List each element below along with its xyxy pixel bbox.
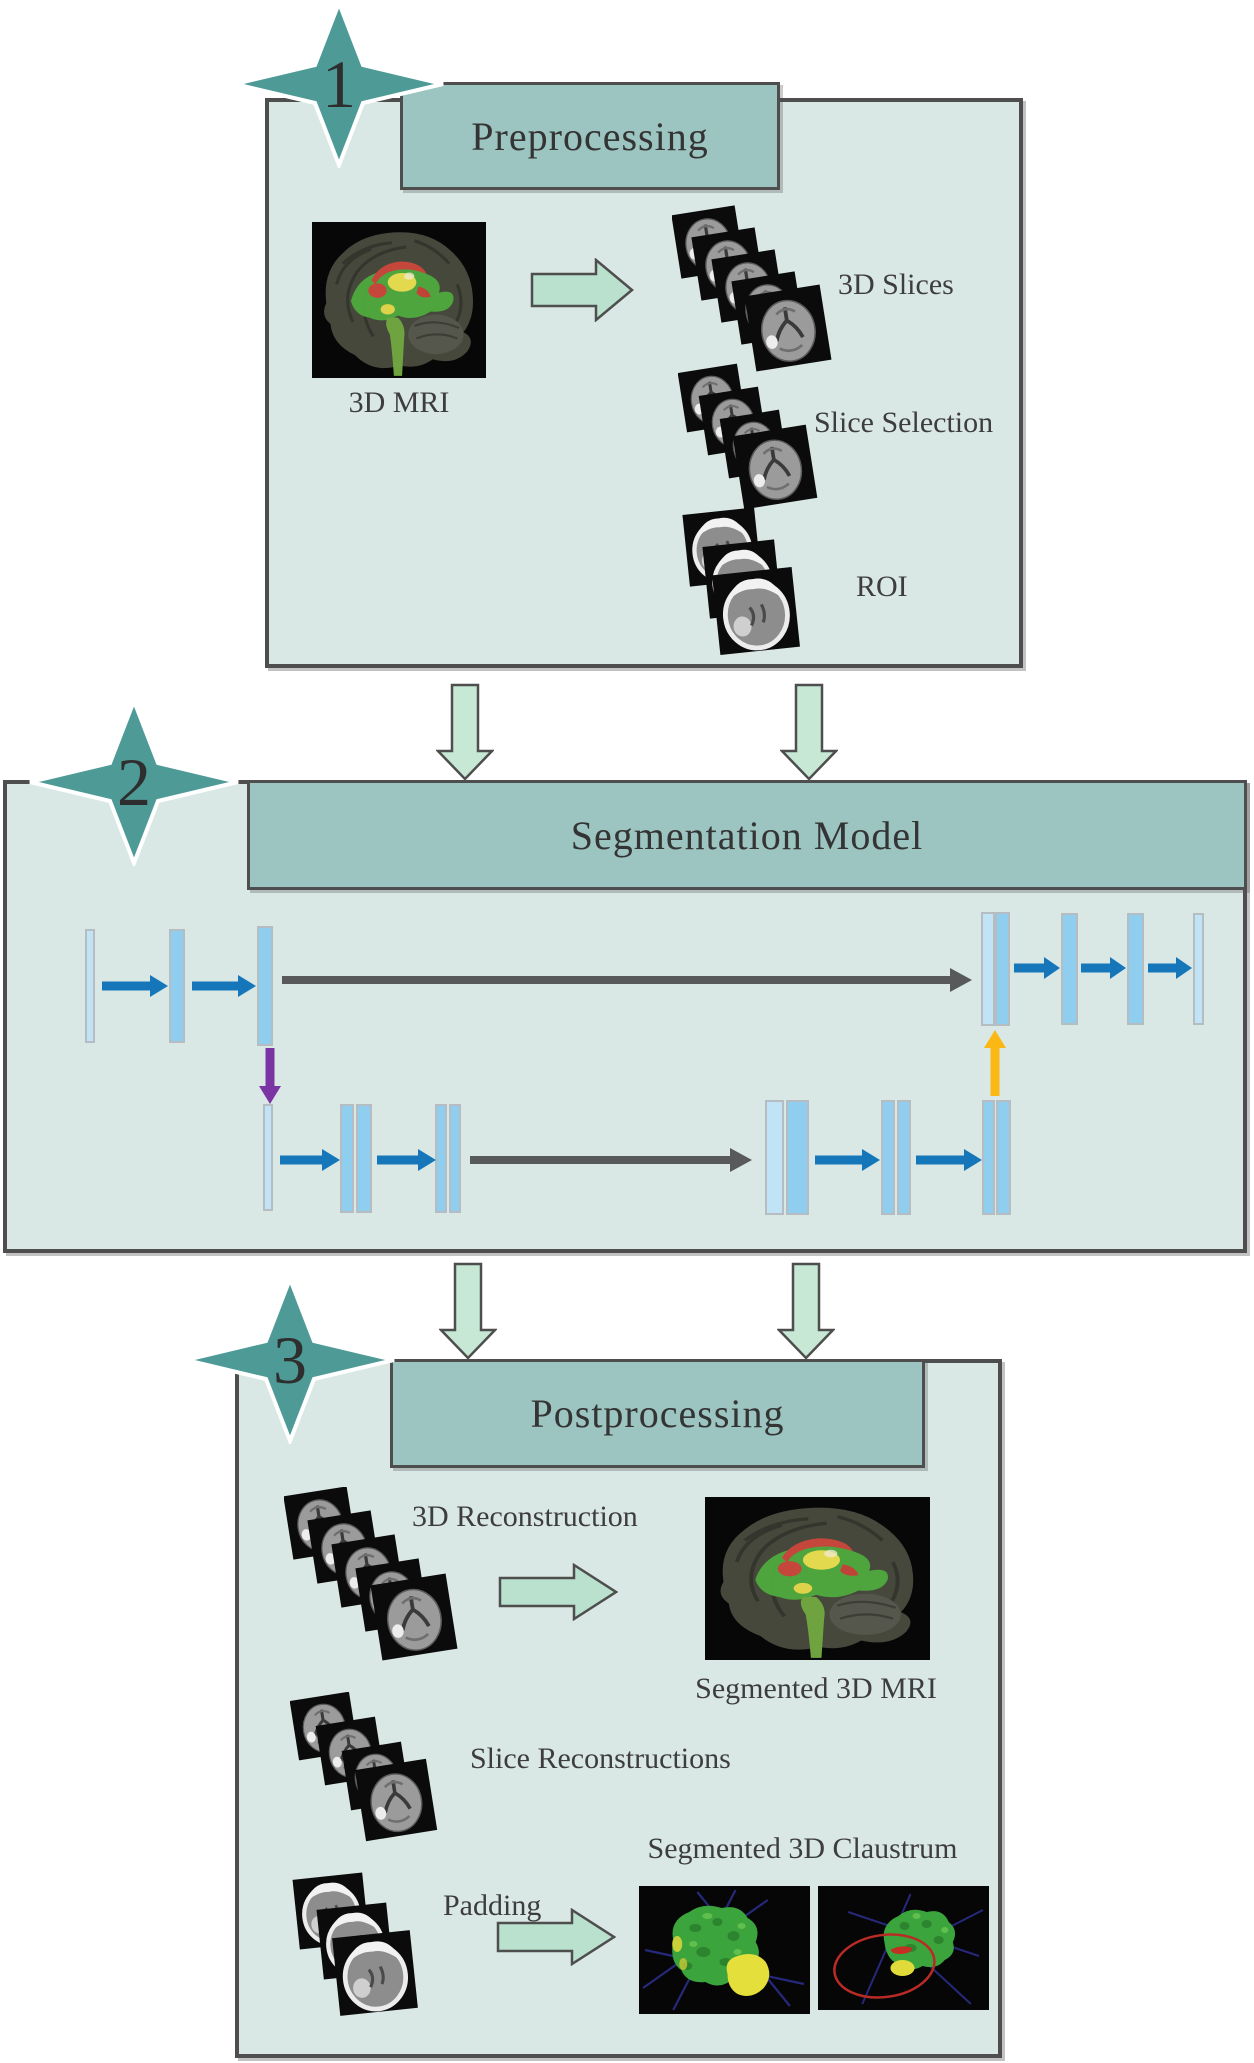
stage-title-preprocessing: Preprocessing <box>471 113 709 159</box>
unet-conv-arrows-encoder <box>102 975 256 997</box>
unet-downsample-arrow <box>259 1048 281 1104</box>
unet-conv-arrows-decoder <box>1014 957 1192 979</box>
label-slice-selection: Slice Selection <box>814 406 994 439</box>
label-segmented-3d-claustrum: Segmented 3D Claustrum <box>647 1832 958 1865</box>
label-3d-mri: 3D MRI <box>348 386 450 419</box>
mri-3d-image <box>312 222 486 378</box>
claustrum-image-left <box>639 1886 810 2014</box>
unet-bottom-bars <box>263 1100 1011 1215</box>
unet-diagram <box>85 912 1204 1215</box>
flow-arrow-seg-to-post-left <box>439 1262 497 1360</box>
stage-title-postprocessing: Postprocessing <box>530 1391 785 1436</box>
slice-stack-slice-reconstructions <box>290 1692 439 1843</box>
arrow-mri-to-slices <box>530 258 634 322</box>
stage-title-segmentation: Segmentation Model <box>570 812 924 858</box>
stage-number-2: 2 <box>117 743 151 820</box>
unet-decoder-bars <box>981 912 1204 1026</box>
label-3d-reconstruction: 3D Reconstruction <box>412 1500 638 1533</box>
segmented-mri-3d-image <box>705 1497 930 1660</box>
slice-stack-roi <box>682 507 832 667</box>
label-slice-reconstructions: Slice Reconstructions <box>470 1742 731 1775</box>
unet-skip-connection-top <box>282 968 972 992</box>
stage-panel-preprocessing <box>265 98 1023 668</box>
unet-upsample-arrow <box>984 1030 1006 1096</box>
arrow-reconstruction-to-brain <box>498 1563 618 1621</box>
stage-header-postprocessing: Postprocessing <box>390 1359 925 1468</box>
stage-header-preprocessing: Preprocessing <box>400 82 780 190</box>
arrow-padding-to-claustrum <box>496 1908 616 1966</box>
flow-arrow-seg-to-post-right <box>777 1262 835 1360</box>
claustrum-image-right <box>818 1886 989 2010</box>
stage-number-1: 1 <box>322 45 356 122</box>
slice-stack-3d-slices <box>672 204 834 374</box>
label-padding: Padding <box>443 1889 542 1922</box>
label-roi: ROI <box>856 570 908 603</box>
flow-arrow-pre-to-seg-left <box>436 683 494 781</box>
label-3d-slices: 3D Slices <box>838 268 954 301</box>
flow-arrow-pre-to-seg-right <box>780 683 838 781</box>
stage-header-segmentation: Segmentation Model <box>247 780 1247 890</box>
unet-encoder-bars <box>85 926 273 1046</box>
slice-stack-padding <box>292 1872 442 2027</box>
stage-number-3: 3 <box>273 1321 307 1398</box>
unet-skip-connection-bottom <box>470 1148 752 1172</box>
unet-conv-arrows-bottom <box>280 1149 982 1171</box>
label-segmented-3d-mri: Segmented 3D MRI <box>695 1672 937 1705</box>
